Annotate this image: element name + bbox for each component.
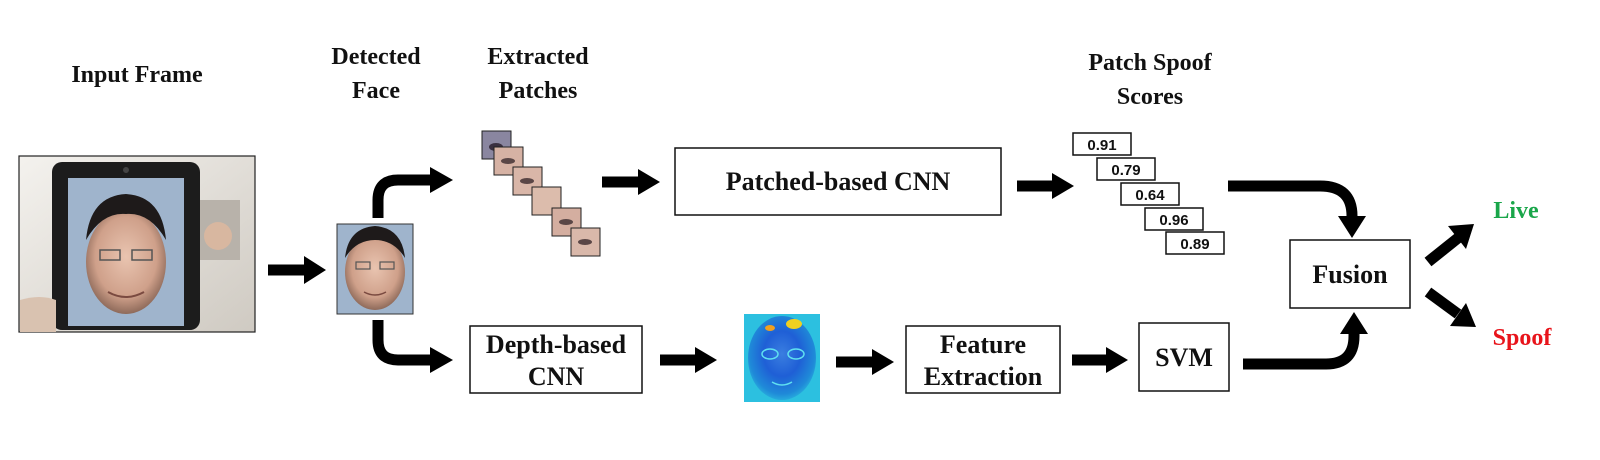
output-live-label: Live	[1493, 198, 1539, 224]
score-box: 0.79	[1096, 157, 1156, 181]
patch-image	[570, 227, 601, 257]
arrow-patches-to-patch-cnn	[602, 169, 660, 195]
score-label: 0.79	[1111, 162, 1140, 179]
score-box: 0.96	[1144, 207, 1204, 231]
output-spoof-label: Spoof	[1493, 325, 1553, 351]
fusion-box: Fusion	[1289, 239, 1411, 309]
patch-scores-stack: 0.91 0.79 0.64 0.96 0.89	[1072, 132, 1225, 255]
extracted-patches-heading-line2: Patches	[499, 78, 578, 104]
depth-map-heatmap-icon	[744, 314, 820, 402]
patch-cnn-label: Patched-based CNN	[726, 167, 951, 196]
score-box: 0.91	[1072, 132, 1132, 156]
arrow-patch-cnn-to-scores	[1017, 173, 1074, 199]
patch-spoof-scores-heading-line2: Scores	[1117, 84, 1183, 110]
detected-face-heading-line2: Face	[352, 78, 400, 104]
depth-cnn-box: Depth-based CNN	[469, 325, 643, 394]
arrow-depth-map-to-feature-extraction	[836, 349, 894, 375]
arrow-input-to-face	[268, 256, 326, 284]
score-label: 0.96	[1159, 212, 1188, 229]
arrow-svm-to-fusion	[1243, 312, 1368, 370]
score-label: 0.64	[1135, 187, 1165, 204]
depth-cnn-label-line2: CNN	[528, 362, 585, 391]
face-crop-icon	[336, 223, 414, 315]
patch-spoof-scores-heading-line1: Patch Spoof	[1088, 50, 1212, 76]
extracted-patches-heading-line1: Extracted	[487, 44, 589, 70]
arrow-face-to-patches	[372, 167, 453, 218]
feature-extraction-label-line2: Extraction	[924, 362, 1043, 391]
feature-extraction-box: Feature Extraction	[905, 325, 1061, 394]
detected-face-heading-line1: Detected	[331, 44, 421, 70]
svm-label: SVM	[1155, 343, 1213, 372]
photo-of-person-holding-tablet-icon	[18, 155, 256, 333]
input-frame-heading: Input Frame	[71, 62, 203, 88]
score-label: 0.89	[1180, 236, 1209, 253]
arrow-feature-extraction-to-svm	[1072, 347, 1128, 373]
score-box: 0.64	[1120, 182, 1180, 206]
patch-cnn-box: Patched-based CNN	[674, 147, 1002, 216]
patch-image	[551, 207, 582, 237]
patch-image	[531, 186, 562, 216]
depth-cnn-label-line1: Depth-based	[486, 330, 627, 359]
score-box: 0.89	[1165, 231, 1225, 255]
extracted-patches-stack	[481, 130, 601, 257]
svm-box: SVM	[1138, 322, 1230, 392]
arrow-depth-cnn-to-depth-map	[660, 347, 717, 373]
feature-extraction-label-line1: Feature	[940, 330, 1026, 359]
arrow-face-to-depth-cnn	[372, 320, 453, 373]
score-label: 0.91	[1087, 137, 1116, 154]
arrow-fusion-to-live	[1424, 224, 1474, 267]
arrow-scores-to-fusion	[1228, 180, 1366, 238]
arrow-fusion-to-spoof	[1424, 287, 1476, 327]
fusion-label: Fusion	[1312, 260, 1388, 289]
